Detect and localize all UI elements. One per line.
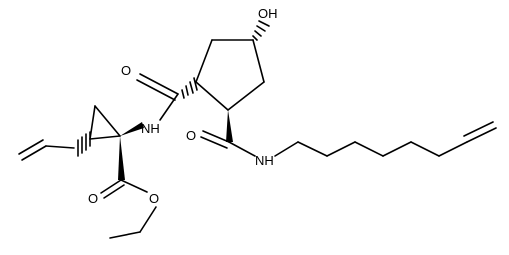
amide1-co-b [136, 79, 176, 101]
amide-oxygen-1-label: O [121, 63, 131, 78]
vinyl-group [18, 139, 75, 161]
ester-co-a [100, 179, 122, 194]
amide-nh-1-label: NH [141, 121, 160, 136]
heptenyl-chain [274, 121, 497, 157]
vinyl-double-bond-b [18, 139, 44, 155]
hashed-wedge-amide1 [181, 77, 198, 99]
ethyl-ch2-ch3 [109, 231, 141, 239]
vinyl-double-bond-a [21, 145, 47, 161]
ring5-bond-1 [195, 39, 213, 83]
chain-bond-3 [326, 141, 356, 157]
hydroxyl-label: OH [258, 6, 278, 21]
hashed-wedge-oh [252, 20, 270, 41]
chain-bond-6 [410, 141, 440, 157]
cyclopropane-ring [77, 105, 121, 157]
terminal-double-bond-b [463, 121, 494, 137]
chain-bond-2 [297, 141, 328, 157]
cyclopentane-ring [195, 39, 265, 111]
chain-bond-7 [438, 141, 468, 157]
amide2-co-b [200, 136, 228, 149]
nh-amide1-carbon [159, 93, 179, 121]
wedge-c1-nh [120, 122, 144, 136]
ester-alkoxy-oxygen-label: O [149, 191, 159, 206]
ester-c-o [120, 179, 148, 193]
ester-carbonyl-oxygen-label: O [88, 191, 98, 206]
chain-bond-4 [354, 141, 384, 157]
amide-carbonyl-1 [136, 73, 179, 101]
chain-bond-1 [274, 141, 299, 157]
ester-co-b [103, 184, 125, 199]
ester-o-ch2 [139, 206, 157, 233]
vinyl-single-bond [45, 145, 75, 149]
hashed-wedge-vinyl [77, 131, 91, 157]
ring5-bond-3 [252, 39, 265, 83]
wedge-amide2 [226, 110, 233, 142]
amide-nh-2-label: NH [255, 153, 274, 168]
ring-bond-c2-c3 [89, 105, 96, 140]
ring5-bond-5 [195, 81, 229, 111]
amide2-co-a [202, 130, 230, 143]
ring-bond-c3-c1 [94, 105, 121, 137]
ester-group [100, 179, 157, 239]
wedge-c1-ester [118, 136, 125, 180]
amide-oxygen-2-label: O [186, 128, 196, 143]
chain-bond-5 [382, 141, 412, 157]
amide-carbonyl-2 [200, 130, 256, 157]
ring5-bond-4 [227, 81, 265, 111]
ring-bond-c1-c2 [89, 135, 121, 140]
amide2-c-n [228, 141, 256, 157]
amide1-co-a [139, 73, 179, 95]
terminal-double-bond-a [466, 127, 497, 143]
